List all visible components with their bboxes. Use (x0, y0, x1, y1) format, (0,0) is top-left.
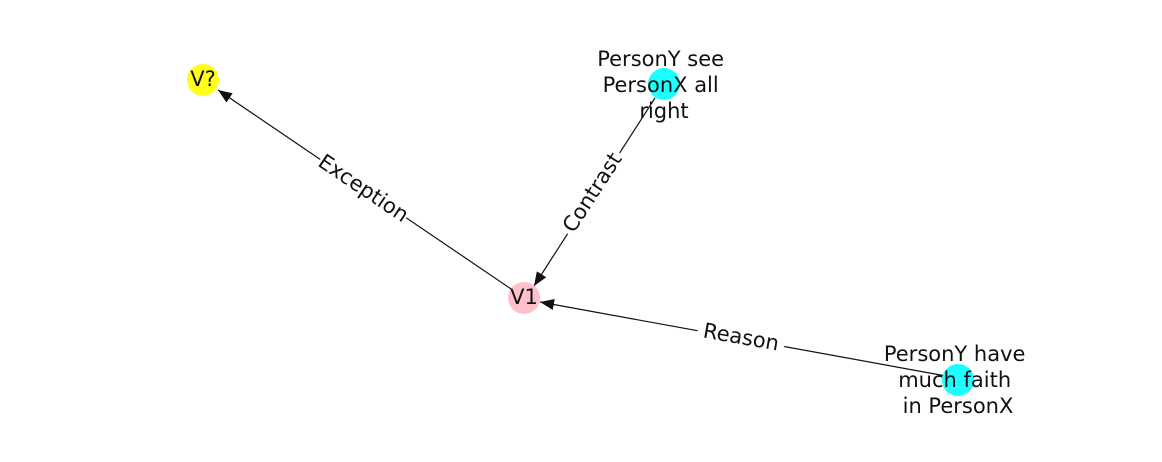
node-v1-label: V1 (510, 285, 538, 309)
node-much-faith-line-1: PersonY have (884, 342, 1026, 366)
node-much-faith-line-3: in PersonX (903, 394, 1014, 418)
node-personx-all-right-label: PersonY see PersonX all right (597, 47, 731, 123)
node-v-unknown-label: V? (190, 67, 216, 91)
edge-label-contrast: Contrast (553, 144, 631, 241)
node-personx-all-right-circle (648, 68, 680, 100)
node-much-faith-label: PersonY have much faith in PersonX (884, 342, 1032, 418)
node-personx-all-right[interactable]: PersonY see PersonX all right (597, 47, 731, 123)
node-v1-circle (508, 282, 540, 314)
node-v1[interactable]: V1 (508, 282, 540, 314)
node-v-unknown-circle (187, 64, 219, 96)
node-personx-all-right-line-1: PersonY see (597, 47, 724, 71)
edge-label-exception-text: Exception (314, 149, 413, 227)
edge-label-reason: Reason (695, 314, 788, 360)
node-much-faith[interactable]: PersonY have much faith in PersonX (884, 342, 1032, 418)
edge-label-exception: Exception (312, 146, 416, 230)
node-much-faith-line-2: much faith (898, 368, 1011, 392)
node-personx-all-right-line-3: right (639, 99, 688, 123)
node-personx-all-right-line-2: PersonX all (603, 73, 719, 97)
node-v-unknown[interactable]: V? (187, 64, 219, 96)
edge-label-contrast-text: Contrast (558, 148, 627, 236)
node-much-faith-circle (942, 364, 974, 396)
